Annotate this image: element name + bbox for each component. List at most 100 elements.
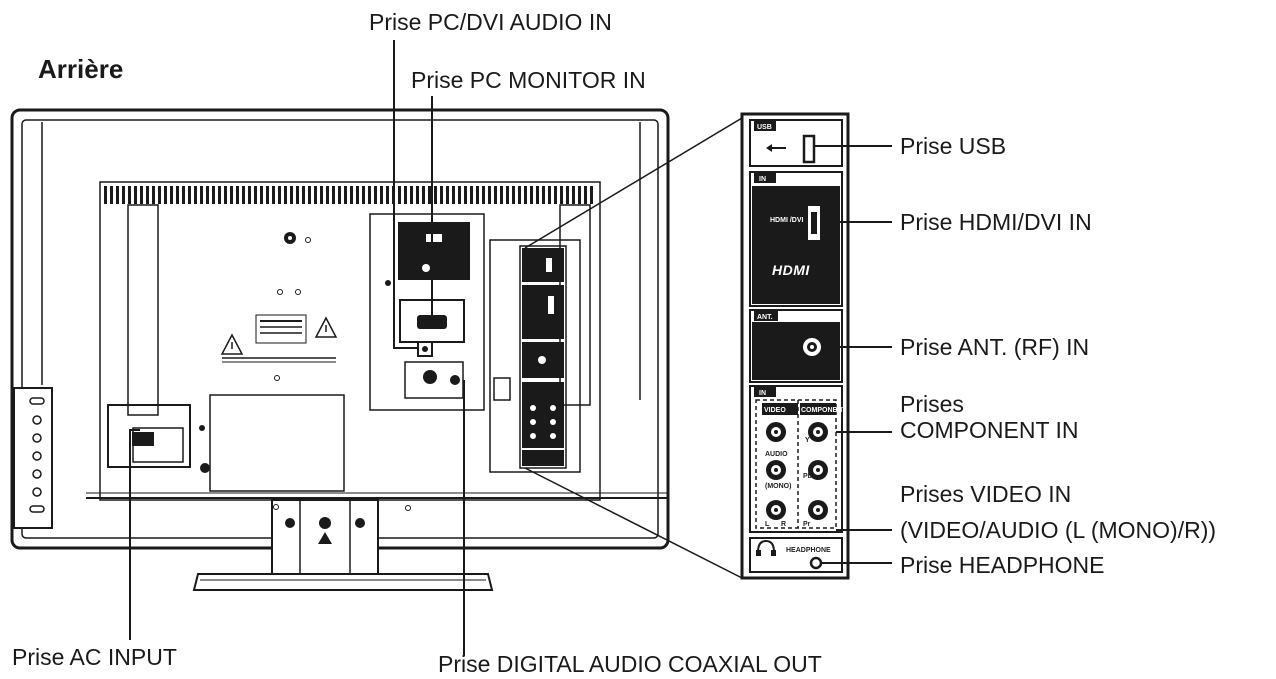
vent-slot [290, 186, 293, 204]
zoom-line-top [524, 117, 743, 249]
vent-slot [428, 186, 431, 204]
vent-slot [500, 186, 503, 204]
pb-marking: Pb [803, 473, 812, 480]
side-panel-miniature [489, 239, 581, 473]
vent-slot [302, 186, 305, 204]
vent-slot [452, 186, 455, 204]
vent-slot [356, 186, 359, 204]
headphone-icon [757, 539, 775, 553]
vent-slot [314, 186, 317, 204]
vent-slot [488, 186, 491, 204]
r-marking: R [781, 521, 786, 528]
vent-slot [194, 186, 197, 204]
vent-slot [116, 186, 119, 204]
warning-label [220, 314, 338, 363]
vent-slot [446, 186, 449, 204]
vent-slot [206, 186, 209, 204]
vent-slot [434, 186, 437, 204]
vent-slot [506, 186, 509, 204]
label-ant-rf-in: Prise ANT. (RF) IN [900, 334, 1089, 360]
video-marking: VIDEO [764, 407, 786, 414]
ant-marking: ANT. [757, 314, 773, 321]
mono-marking: (MONO) [765, 483, 791, 490]
vent-slot [308, 186, 311, 204]
leader-lines [129, 40, 892, 656]
headphone-section [749, 537, 843, 573]
rca-jack-pin [816, 430, 820, 434]
vent-slot [326, 186, 329, 204]
label-ac-input: Prise AC INPUT [12, 644, 177, 670]
vent-slot [164, 186, 167, 204]
audio-marking: AUDIO [765, 451, 788, 458]
label-headphone: Prise HEADPHONE [900, 552, 1104, 578]
vent-slot [182, 186, 185, 204]
vent-slot [254, 186, 257, 204]
vent-slot [590, 186, 593, 204]
vent-slot [278, 186, 281, 204]
vent-slots [104, 186, 593, 204]
label-component-in-line1: Prises [900, 391, 964, 417]
rca-jack-pin [816, 468, 820, 472]
vent-slot [440, 186, 443, 204]
headphone-marking: HEADPHONE [786, 547, 831, 554]
vent-slot [584, 186, 587, 204]
vent-slot [482, 186, 485, 204]
vent-slot [548, 186, 551, 204]
vent-slot [338, 186, 341, 204]
mounting-holes [199, 232, 391, 473]
tv-stand [192, 499, 494, 591]
vent-slot [242, 186, 245, 204]
vent-slot [332, 186, 335, 204]
vent-slot [170, 186, 173, 204]
vent-slot [464, 186, 467, 204]
vent-slot [512, 186, 515, 204]
vent-slot [380, 186, 383, 204]
component-in-marking: IN [759, 390, 766, 397]
vent-slot [110, 186, 113, 204]
vent-slot [476, 186, 479, 204]
y-marking: Y [805, 437, 810, 444]
rear-input-cluster [369, 213, 485, 411]
vent-slot [386, 186, 389, 204]
label-hdmi-dvi-in: Prise HDMI/DVI IN [900, 209, 1092, 235]
vent-slot [518, 186, 521, 204]
power-module [107, 404, 191, 468]
hdmi-logo: HDMI [772, 262, 810, 278]
vent-slot [266, 186, 269, 204]
label-usb: Prise USB [900, 133, 1006, 159]
vent-slot [104, 186, 107, 204]
vent-slot [368, 186, 371, 204]
side-control-buttons [13, 387, 53, 529]
vent-slot [554, 186, 557, 204]
rca-jacks [766, 422, 828, 520]
component-marking: COMPONENT [801, 407, 847, 414]
label-pc-dvi-audio-in: Prise PC/DVI AUDIO IN [369, 9, 612, 35]
vent-slot [404, 186, 407, 204]
vent-slot [248, 186, 251, 204]
vent-slot [260, 186, 263, 204]
rca-jack-pin [774, 430, 778, 434]
zoom-line-bottom [524, 467, 743, 579]
vent-slot [398, 186, 401, 204]
vent-slot [362, 186, 365, 204]
vent-slot [536, 186, 539, 204]
vent-slot [530, 186, 533, 204]
vent-slot [578, 186, 581, 204]
vent-slot [296, 186, 299, 204]
vent-slot [458, 186, 461, 204]
rca-jack-pin [774, 508, 778, 512]
vent-slot [566, 186, 569, 204]
label-digital-audio-coaxial-out: Prise DIGITAL AUDIO COAXIAL OUT [438, 651, 822, 677]
vent-slot [200, 186, 203, 204]
vent-slot [470, 186, 473, 204]
vent-slot [344, 186, 347, 204]
vent-slot [218, 186, 221, 204]
vent-slot [152, 186, 155, 204]
label-video-in-line1: Prises VIDEO IN [900, 481, 1071, 507]
vent-slot [422, 186, 425, 204]
hdmi-in-marking: IN [759, 176, 766, 183]
hdmi-dvi-marking: HDMI /DVI [770, 217, 804, 224]
vent-slot [410, 186, 413, 204]
vent-slot [230, 186, 233, 204]
